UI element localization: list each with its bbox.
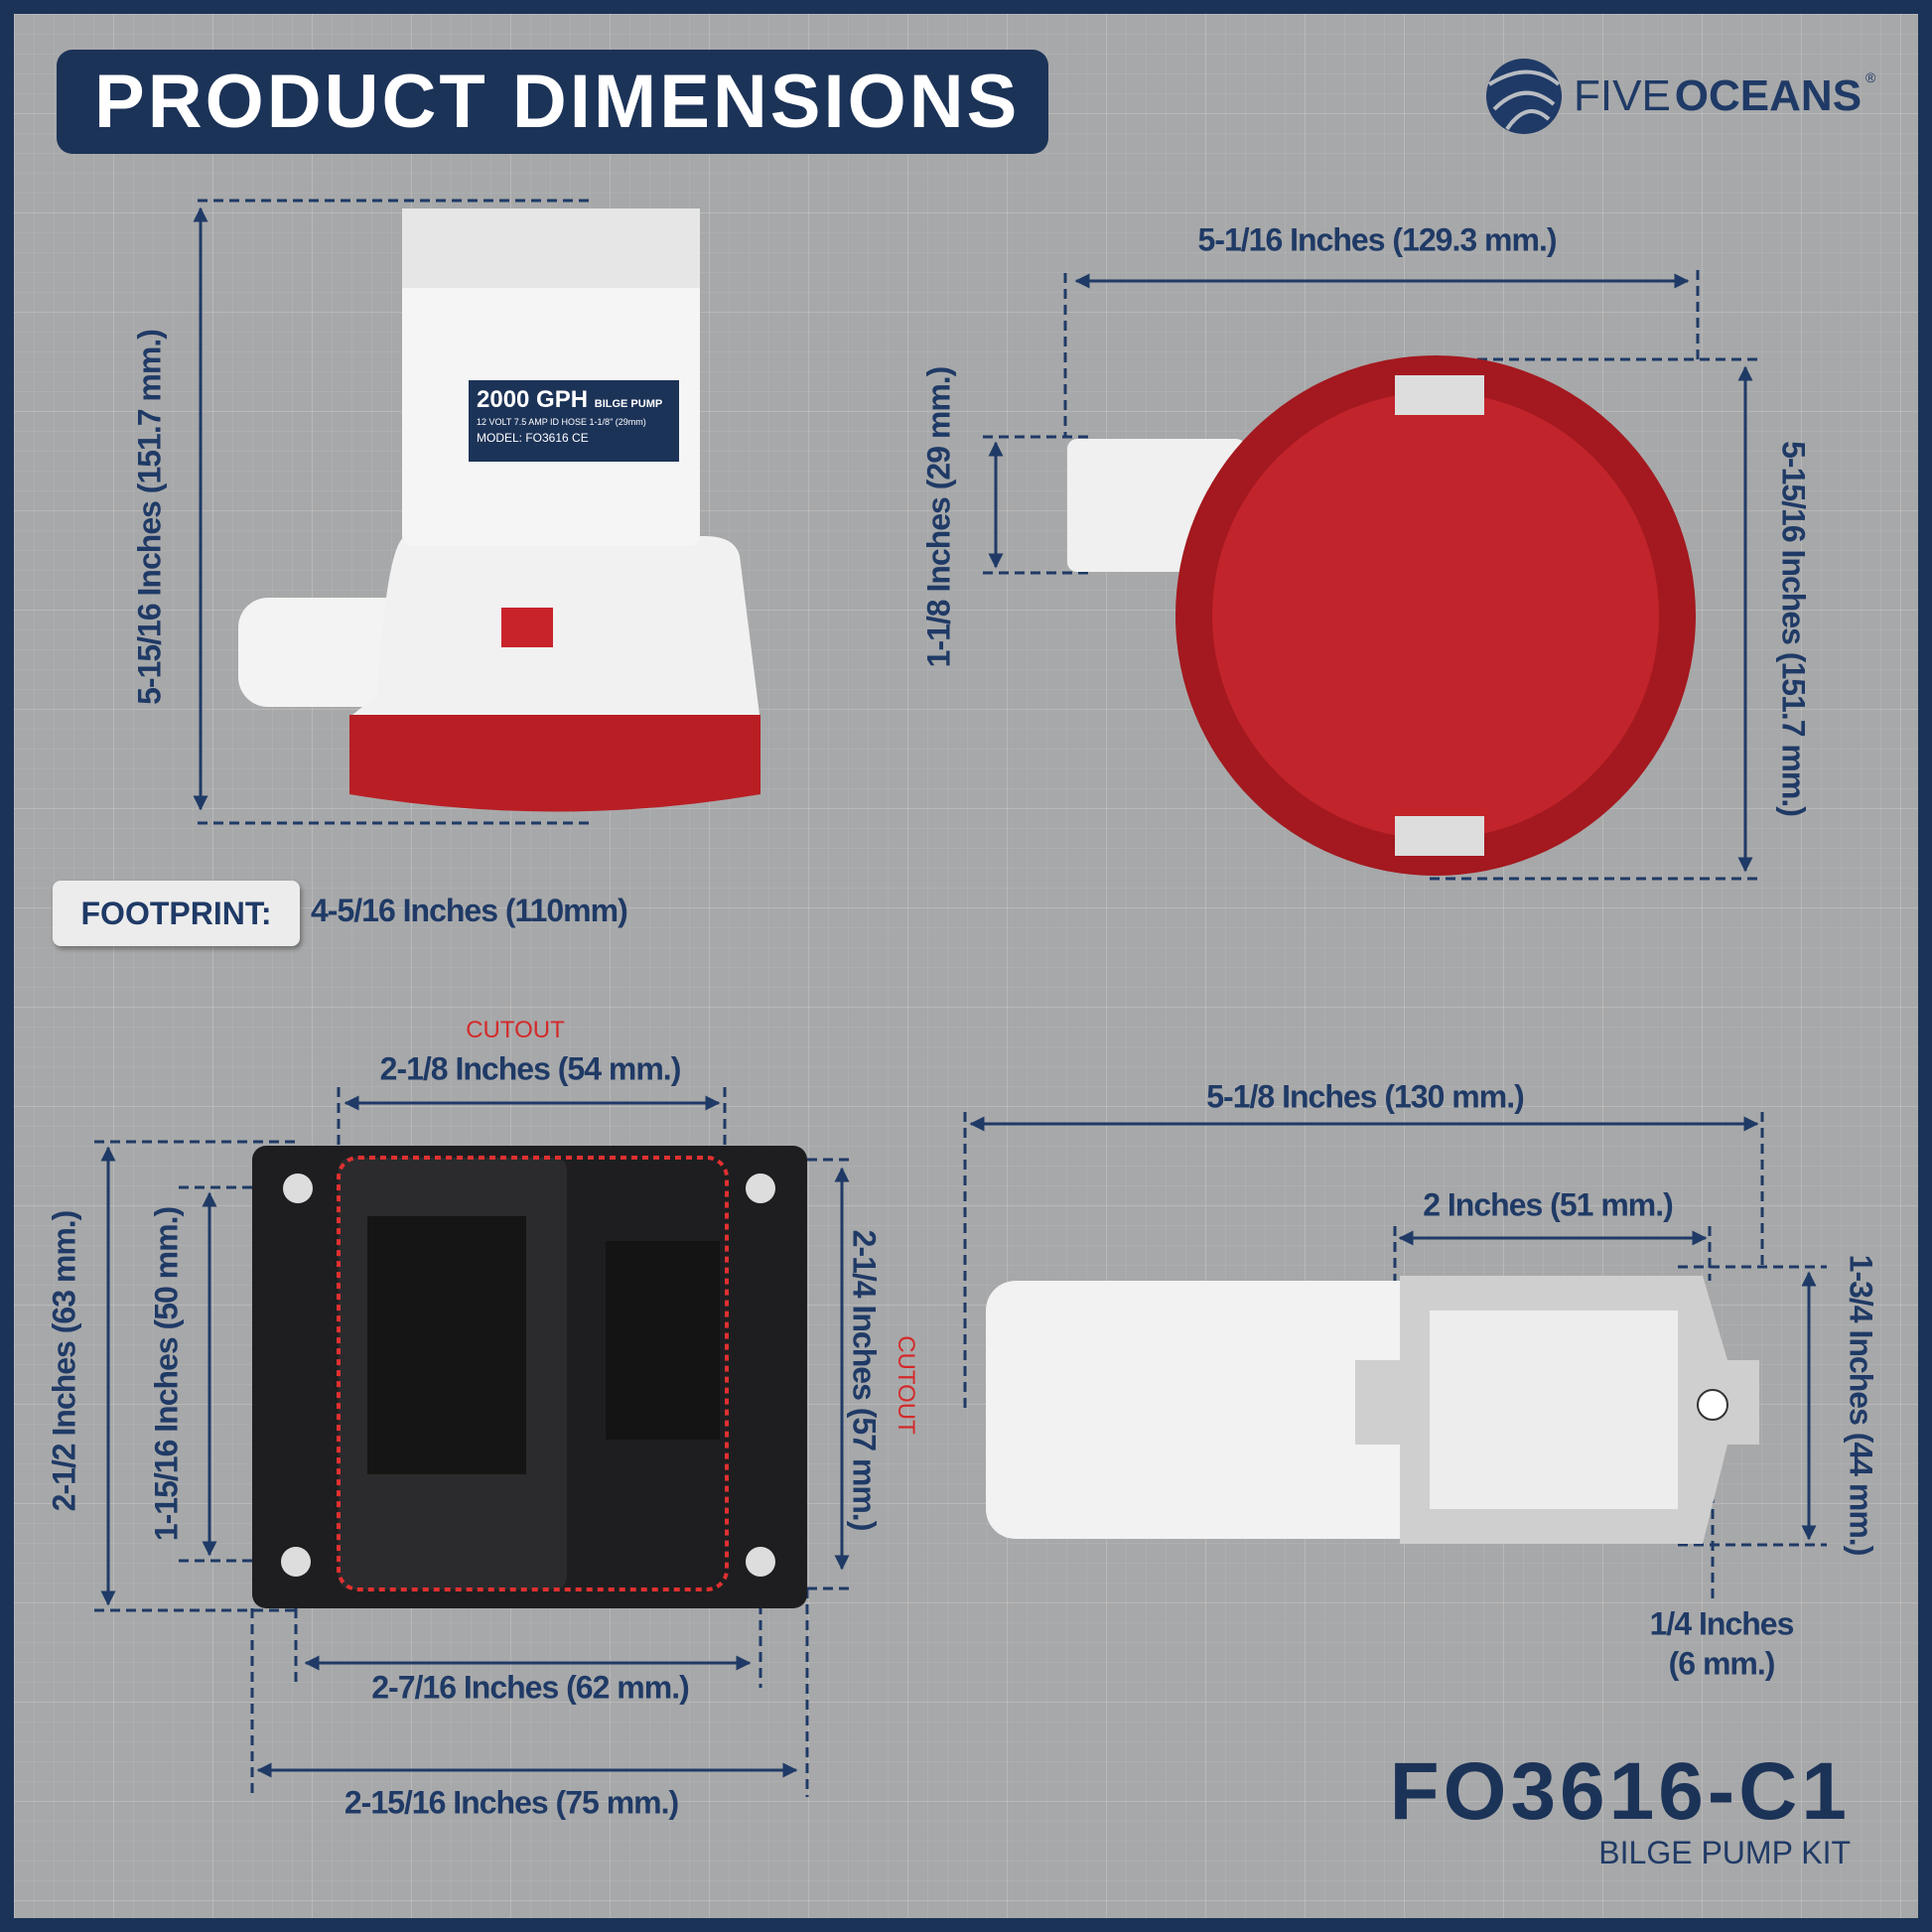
panel-outer-height-label: 2-1/2 Inches (63 mm.) [46,1210,82,1512]
pump-label-model: MODEL: FO3616 CE [477,431,589,445]
cutout-width-label: 2-1/8 Inches (54 mm.) [379,1050,682,1087]
brand-name-bold: OCEANS [1674,71,1863,120]
fiveoceans-logo-icon [1486,59,1562,134]
dimension-lines-float-switch [963,1112,1827,1603]
screw-icons [281,1173,775,1577]
float-switch [986,1276,1759,1544]
pump-top-view [1067,355,1696,876]
pump-side-view [238,208,760,812]
hole-width-label: 2-7/16 Inches (62 mm.) [371,1669,689,1706]
pump-label-type: BILGE PUMP [594,398,663,410]
pump-label-spec: 12 VOLT 7.5 AMP ID HOSE 1-1/8" (29mm) [477,417,646,427]
pump-side-height-label: 5-15/16 Inches (151.7 mm.) [131,330,168,705]
float-body-width-label: 2 Inches (51 mm.) [1423,1186,1674,1223]
footprint-badge: FOOTPRINT: [53,881,300,946]
float-tab-label-line2: (6 mm.) [1668,1645,1776,1682]
registered-mark: ® [1865,69,1876,85]
cutout-label: CUTOUT [466,1016,565,1043]
dimension-lines-pump-top [983,270,1757,881]
product-subtitle: BILGE PUMP KIT [1598,1835,1851,1870]
title-banner: PRODUCT DIMENSIONS [57,50,1048,154]
outlet-diameter-label: 1-1/8 Inches (29 mm.) [920,366,957,668]
page-title: PRODUCT DIMENSIONS [94,60,1021,144]
pump-top-width-label: 5-1/16 Inches (129.3 mm.) [1197,221,1558,258]
panel-inner-height-label: 1-15/16 Inches (50 mm.) [148,1206,185,1542]
footprint-label: FOOTPRINT: [80,895,272,931]
product-model: FO3616-C1 [1389,1746,1851,1837]
cutout-height-label: 2-1/4 Inches (57 mm.) [846,1229,883,1531]
cutout-height-tag: CUTOUT [893,1335,920,1435]
pump-label: 2000 GPH BILGE PUMP 12 VOLT 7.5 AMP ID H… [469,380,679,462]
panel-outer-width-label: 2-15/16 Inches (75 mm.) [344,1784,679,1821]
float-length-label: 5-1/8 Inches (130 mm.) [1206,1078,1524,1115]
brand-name-light: FIVE [1574,71,1671,120]
float-height-label: 1-3/4 Inches (44 mm.) [1843,1254,1879,1556]
switch-panel [252,1146,807,1608]
pump-label-capacity: 2000 GPH [477,386,589,413]
pump-top-height-label: 5-15/16 Inches (151.7 mm.) [1775,441,1812,816]
float-tab-label-line1: 1/4 Inches [1649,1605,1795,1642]
dimension-lines-pump-side [193,199,592,825]
dimension-lines-switch-panel [94,1087,854,1797]
footprint-value: 4-5/16 Inches (110mm) [311,893,628,928]
